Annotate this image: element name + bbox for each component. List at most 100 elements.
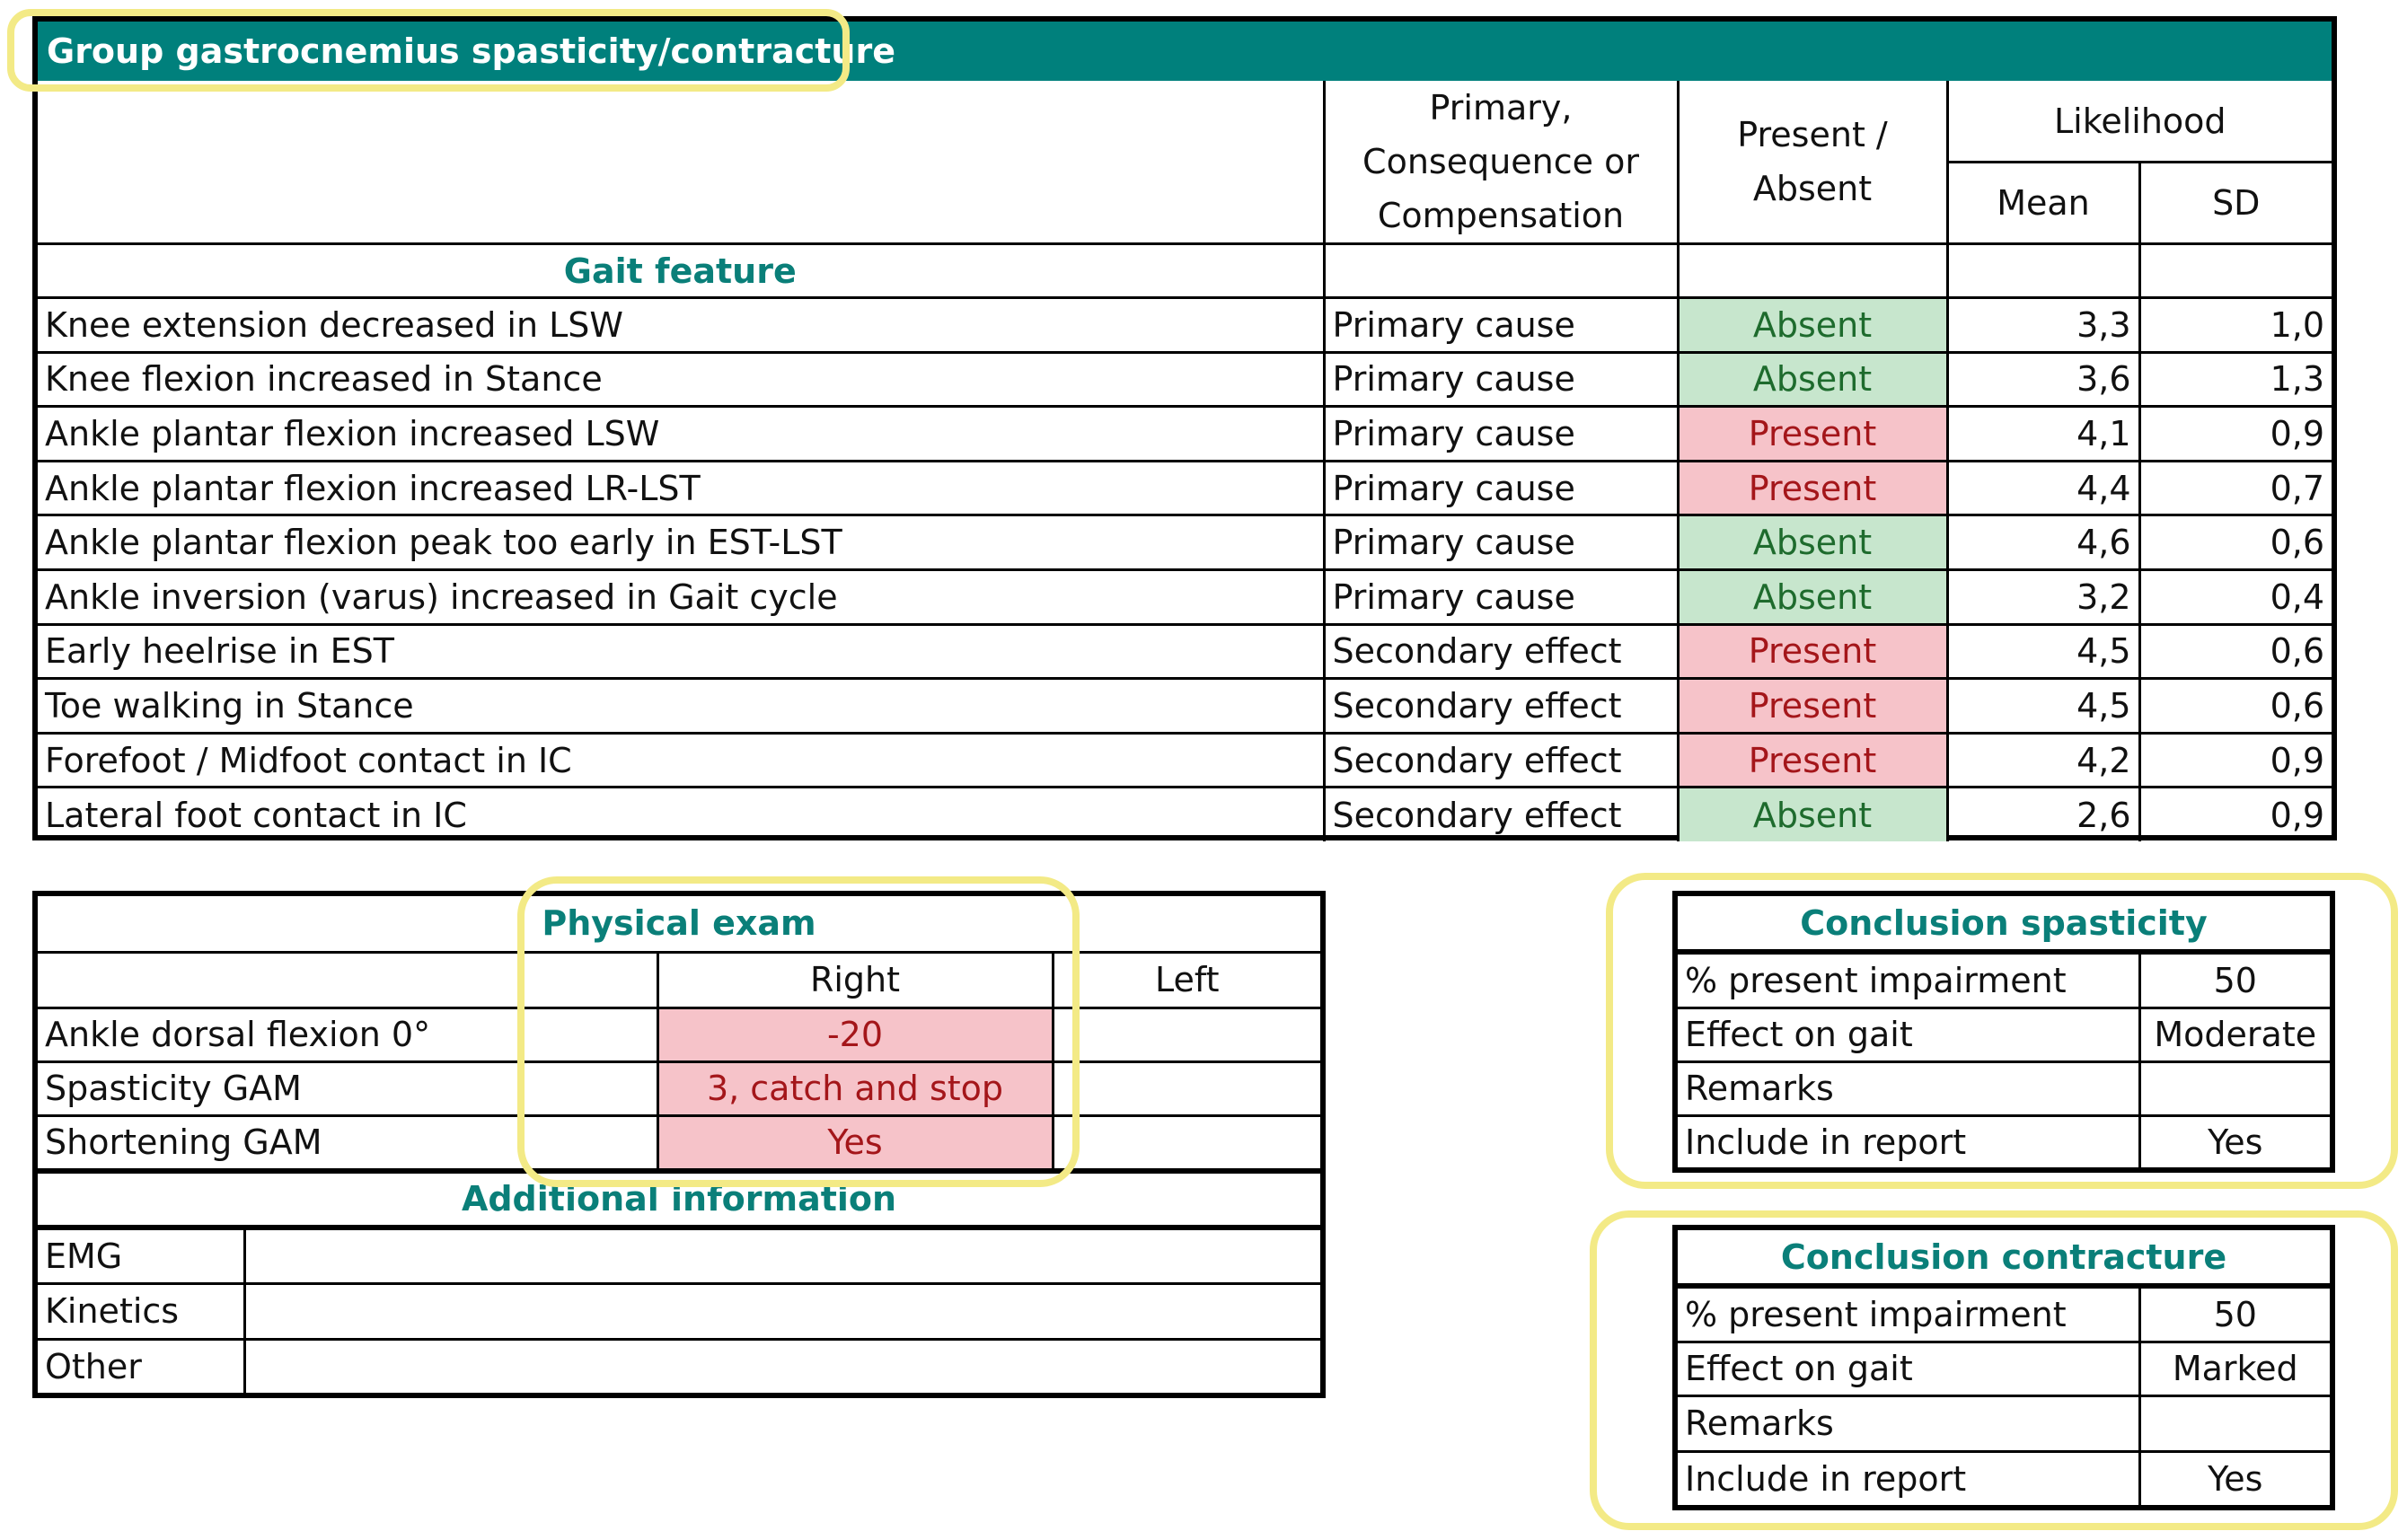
physical-exam-left-header: Left bbox=[1051, 950, 1321, 1009]
status-badge: Absent bbox=[1676, 350, 1949, 409]
sd-cell: 0,6 bbox=[2138, 514, 2332, 571]
header-empty-cell bbox=[1322, 242, 1680, 299]
sd-cell: 0,6 bbox=[2138, 622, 2332, 681]
table-row: Ankle plantar flexion increased LR-LST Pr… bbox=[38, 459, 2332, 517]
conclusion-value: Moderate bbox=[2138, 1006, 2331, 1063]
exam-left-value bbox=[1051, 1006, 1321, 1063]
exam-left-value bbox=[1051, 1060, 1321, 1117]
cause-cell: Secondary effect bbox=[1322, 786, 1680, 842]
status-badge: Absent bbox=[1676, 786, 1949, 842]
gait-feature-cell: Forefoot / Midfoot contact in IC bbox=[38, 731, 1326, 789]
conclusion-value: 50 bbox=[2138, 950, 2331, 1009]
exam-right-value: Yes bbox=[656, 1113, 1054, 1171]
additional-info-value bbox=[242, 1281, 1321, 1341]
exam-right-value: -20 bbox=[656, 1006, 1054, 1063]
physical-exam-highlight bbox=[517, 876, 1080, 1187]
physical-exam-right-header: Right bbox=[656, 950, 1054, 1009]
conclusion-label: % present impairment bbox=[1678, 950, 2141, 1009]
exam-left-value bbox=[1051, 1113, 1321, 1171]
additional-info-label: Kinetics bbox=[38, 1281, 246, 1341]
mean-cell: 2,6 bbox=[1945, 786, 2141, 842]
exam-label: Ankle dorsal flexion 0° bbox=[38, 1006, 659, 1063]
header-present-absent: Present / Absent bbox=[1676, 81, 1949, 245]
status-badge: Present bbox=[1676, 731, 1949, 789]
header-sd: SD bbox=[2138, 161, 2332, 245]
sd-cell: 0,9 bbox=[2138, 731, 2332, 789]
mean-cell: 4,2 bbox=[1945, 731, 2141, 789]
conclusion-label: Remarks bbox=[1678, 1060, 2141, 1117]
sd-cell: 0,4 bbox=[2138, 568, 2332, 626]
gait-feature-cell: Ankle plantar flexion increased LSW bbox=[38, 405, 1326, 462]
conclusion-label: Include in report bbox=[1678, 1113, 2141, 1167]
conclusion-label: Effect on gait bbox=[1678, 1006, 2141, 1063]
sd-cell: 1,3 bbox=[2138, 350, 2332, 409]
cause-cell: Secondary effect bbox=[1322, 677, 1680, 735]
additional-info-value bbox=[242, 1226, 1321, 1285]
conclusion-label: % present impairment bbox=[1678, 1284, 2141, 1343]
table-row: Ankle inversion (varus) increased in Gai… bbox=[38, 568, 2332, 626]
conclusion-value: 50 bbox=[2138, 1284, 2331, 1343]
mean-cell: 4,1 bbox=[1945, 405, 2141, 462]
physical-exam-title: Physical exam bbox=[38, 896, 1321, 954]
conclusion-contracture-highlight bbox=[1590, 1210, 2398, 1530]
header-primary: Primary, Consequence or Compensation bbox=[1322, 81, 1680, 245]
additional-info-table: Additional information EMG Kinetics Othe… bbox=[38, 1170, 1321, 1393]
additional-info-label: EMG bbox=[38, 1226, 246, 1285]
mean-cell: 4,6 bbox=[1945, 514, 2141, 571]
mean-cell: 4,5 bbox=[1945, 622, 2141, 681]
header-empty-cell bbox=[1945, 242, 2141, 299]
cause-cell: Secondary effect bbox=[1322, 731, 1680, 789]
status-badge: Present bbox=[1676, 459, 1949, 517]
conclusion-spasticity-table: Conclusion spasticity % present impairme… bbox=[1678, 896, 2331, 1167]
additional-info-label: Other bbox=[38, 1337, 246, 1393]
header-gait-feature: Gait feature bbox=[38, 242, 1326, 299]
physical-exam-blank bbox=[38, 950, 659, 1009]
title-highlight bbox=[7, 9, 850, 92]
page-title: Group gastrocnemius spasticity/contractu… bbox=[38, 22, 2332, 81]
conclusion-value: Yes bbox=[2138, 1449, 2331, 1505]
cause-cell: Primary cause bbox=[1322, 514, 1680, 571]
exam-right-value: 3, catch and stop bbox=[656, 1060, 1054, 1117]
cause-cell: Secondary effect bbox=[1322, 622, 1680, 681]
gait-feature-cell: Lateral foot contact in IC bbox=[38, 786, 1326, 842]
conclusion-contracture-title: Conclusion contracture bbox=[1678, 1230, 2331, 1289]
conclusion-label: Include in report bbox=[1678, 1449, 2141, 1505]
physical-exam-table: Physical exam Right Left Ankle dorsal fl… bbox=[38, 896, 1321, 1171]
mean-cell: 4,5 bbox=[1945, 677, 2141, 735]
conclusion-value: Marked bbox=[2138, 1340, 2331, 1397]
header-blank bbox=[38, 81, 1326, 245]
gait-feature-cell: Knee flexion increased in Stance bbox=[38, 350, 1326, 409]
sd-cell: 1,0 bbox=[2138, 296, 2332, 354]
conclusion-label: Remarks bbox=[1678, 1394, 2141, 1453]
gait-feature-cell: Knee extension decreased in LSW bbox=[38, 296, 1326, 354]
gait-feature-panel: Group gastrocnemius spasticity/contractu… bbox=[32, 16, 2337, 842]
conclusion-value: Yes bbox=[2138, 1113, 2331, 1167]
cause-cell: Primary cause bbox=[1322, 350, 1680, 409]
conclusion-contracture-panel: Conclusion contracture % present impairm… bbox=[1672, 1225, 2335, 1510]
header-likelihood: Likelihood bbox=[1945, 81, 2332, 164]
status-badge: Absent bbox=[1676, 296, 1949, 354]
status-badge: Absent bbox=[1676, 514, 1949, 571]
mean-cell: 4,4 bbox=[1945, 459, 2141, 517]
gait-feature-cell: Toe walking in Stance bbox=[38, 677, 1326, 735]
gait-feature-cell: Ankle plantar flexion increased LR-LST bbox=[38, 459, 1326, 517]
gait-feature-cell: Ankle plantar flexion peak too early in … bbox=[38, 514, 1326, 571]
conclusion-spasticity-panel: Conclusion spasticity % present impairme… bbox=[1672, 891, 2335, 1173]
sd-cell: 0,7 bbox=[2138, 459, 2332, 517]
physical-exam-panel: Physical exam Right Left Ankle dorsal fl… bbox=[32, 891, 1326, 1398]
status-badge: Present bbox=[1676, 677, 1949, 735]
sd-cell: 0,9 bbox=[2138, 786, 2332, 842]
cause-cell: Primary cause bbox=[1322, 296, 1680, 354]
mean-cell: 3,2 bbox=[1945, 568, 2141, 626]
sd-cell: 0,9 bbox=[2138, 405, 2332, 462]
table-row: Ankle plantar flexion peak too early in … bbox=[38, 514, 2332, 571]
header-empty-cell bbox=[1676, 242, 1949, 299]
cause-cell: Primary cause bbox=[1322, 405, 1680, 462]
mean-cell: 3,3 bbox=[1945, 296, 2141, 354]
